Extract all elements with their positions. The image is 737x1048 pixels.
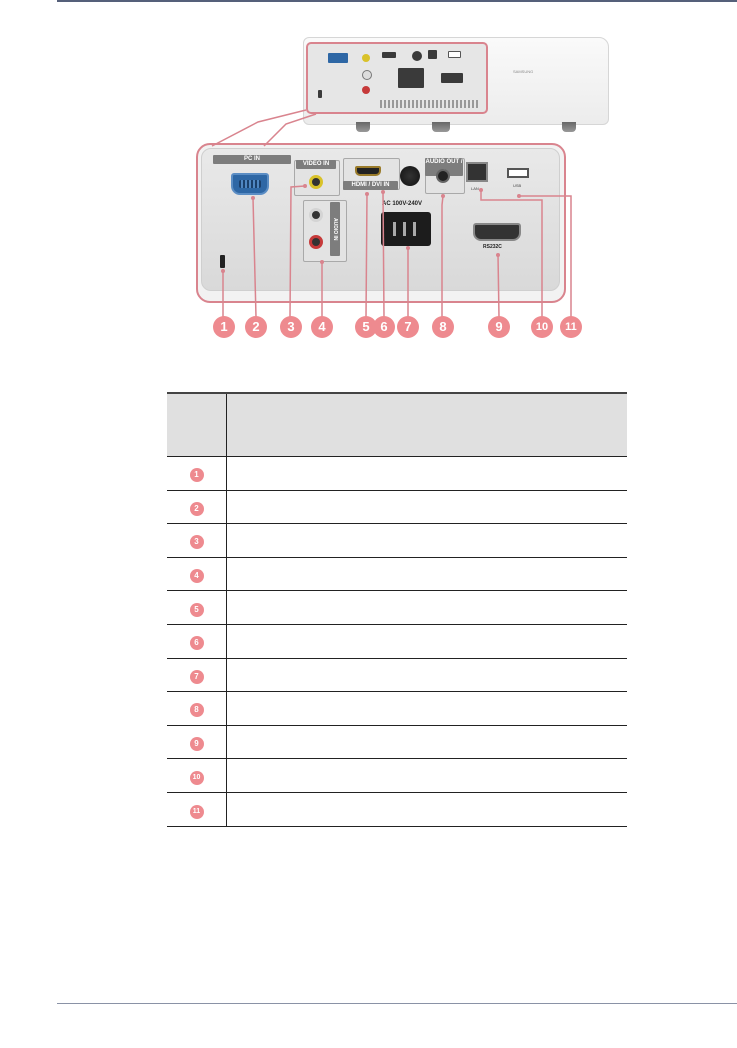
rs232c-label: RS232C	[483, 244, 502, 250]
mini-usb-port	[448, 51, 461, 58]
table-row: 2	[167, 490, 627, 525]
row-number-badge: 5	[189, 602, 204, 617]
row-number-badge: 3	[189, 535, 204, 550]
audio-in-frame	[303, 200, 347, 262]
row-description	[226, 792, 627, 827]
table-header-row	[167, 392, 627, 457]
callout-1: 1	[213, 316, 235, 338]
lan-label: LAN	[471, 186, 479, 191]
rs232c-port	[473, 223, 521, 241]
audio-out-jack	[436, 169, 450, 183]
callout-7: 7	[397, 316, 419, 338]
projector-foot	[432, 122, 450, 132]
ac-label: AC 100V-240V	[382, 201, 423, 207]
projector-brand: SAMSUNG	[513, 69, 534, 74]
kensington-lock-slot	[220, 255, 225, 268]
callout-3: 3	[280, 316, 302, 338]
table-row: 10	[167, 758, 627, 793]
row-description	[226, 658, 627, 693]
audio-in-label: AUDIO IN	[330, 202, 340, 256]
callout-11: 11	[560, 316, 582, 338]
table-row: 5	[167, 590, 627, 625]
row-number-badge: 10	[189, 771, 204, 786]
hdmi-dvi-in-port	[355, 166, 381, 176]
row-description	[226, 691, 627, 726]
ac-power-socket	[381, 212, 431, 246]
mini-lock-slot	[318, 90, 322, 98]
mini-rs232-port	[441, 73, 463, 83]
callout-9: 9	[488, 316, 510, 338]
row-number-badge: 9	[189, 737, 204, 752]
row-number-badge: 2	[189, 501, 204, 516]
callout-4: 4	[311, 316, 333, 338]
lan-port	[466, 162, 488, 182]
usb-label: USB	[513, 183, 522, 188]
row-number-badge: 8	[189, 703, 204, 718]
header-description	[226, 392, 627, 457]
mini-power-socket	[398, 68, 424, 88]
usb-port	[507, 168, 529, 178]
pc-in-label: PC IN	[213, 155, 291, 164]
row-description	[226, 490, 627, 525]
video-in-label: VIDEO IN	[296, 160, 336, 169]
projector-foot	[562, 122, 576, 132]
row-description	[226, 624, 627, 659]
table-row: 8	[167, 691, 627, 726]
table-row: 6	[167, 624, 627, 659]
audio-in-left-port	[309, 208, 323, 222]
row-description	[226, 456, 627, 491]
hdmi-knob	[400, 166, 420, 186]
callout-5: 5	[355, 316, 377, 338]
mini-vga-port	[328, 53, 348, 63]
table-row: 9	[167, 725, 627, 760]
row-description	[226, 725, 627, 760]
callout-6: 6	[373, 316, 395, 338]
row-number-badge: 7	[189, 669, 204, 684]
row-description	[226, 758, 627, 793]
audio-in-right-port	[309, 235, 323, 249]
table-row: 3	[167, 523, 627, 558]
row-number-badge: 1	[189, 468, 204, 483]
header-number	[167, 392, 227, 457]
pc-in-port	[231, 173, 269, 195]
row-description	[226, 523, 627, 558]
mini-hdmi-port	[382, 52, 396, 58]
mini-video-port	[362, 54, 370, 62]
row-description	[226, 557, 627, 592]
mini-vent	[380, 100, 480, 108]
row-description	[226, 590, 627, 625]
mini-audio-white	[362, 70, 372, 80]
bottom-rule	[57, 1003, 737, 1004]
table-row: 4	[167, 557, 627, 592]
video-in-port	[309, 175, 323, 189]
callout-10: 10	[531, 316, 553, 338]
table-row: 11	[167, 792, 627, 827]
mini-knob	[412, 51, 422, 61]
table-row: 1	[167, 456, 627, 491]
projector-foot	[356, 122, 370, 132]
row-number-badge: 11	[189, 804, 204, 819]
mini-audio-red	[362, 86, 370, 94]
port-description-table: 1 2 3 4 5 6 7 8 9 10 11	[167, 392, 627, 827]
callout-8: 8	[432, 316, 454, 338]
callout-2: 2	[245, 316, 267, 338]
row-number-badge: 4	[189, 569, 204, 584]
mini-lan-port	[428, 50, 437, 59]
top-rule	[57, 0, 737, 2]
row-number-badge: 6	[189, 636, 204, 651]
hdmi-dvi-in-label: HDMI / DVI IN	[343, 181, 398, 190]
table-row: 7	[167, 658, 627, 693]
